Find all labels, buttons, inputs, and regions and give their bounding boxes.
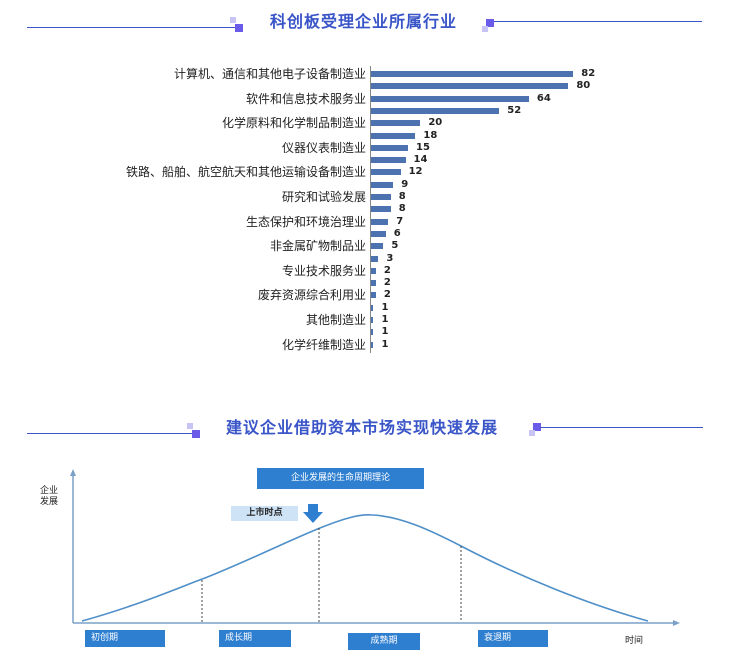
bar-chart-axis [370, 66, 371, 353]
section-title: 建议企业借助资本市场实现快速发展 [226, 418, 499, 437]
bar [371, 267, 376, 274]
bar-value-label: 20 [428, 117, 443, 129]
bar-value-label: 2 [383, 264, 391, 276]
decor-square [235, 24, 243, 32]
lifecycle-title-box: 企业发展的生命周期理论 [257, 468, 424, 489]
bar-value-label: 1 [381, 301, 389, 313]
bar-value-label: 6 [393, 227, 401, 239]
category-label: 化学原料和化学制品制造业 [221, 116, 366, 131]
bar-value-label: 64 [536, 92, 551, 104]
bar-value-label: 12 [408, 166, 423, 178]
bar [371, 95, 529, 102]
bar [371, 230, 386, 237]
category-label: 计算机、通信和其他电子设备制造业 [173, 67, 366, 81]
y-axis-label: 企业发展 [40, 486, 59, 507]
bar [371, 157, 406, 164]
x-axis-arrow [673, 620, 680, 626]
x-axis-label: 时间 [625, 636, 644, 646]
decor-square [533, 423, 541, 431]
decor-square [192, 430, 200, 438]
bar [371, 341, 374, 348]
category-label: 专业技术服务业 [281, 263, 366, 278]
decor-square [230, 17, 236, 23]
section-header-industries: 科创板受理企业所属行业 [0, 7, 733, 37]
listing-point-callout: 上市时点 [231, 506, 298, 521]
bar-value-label: 1 [381, 314, 389, 325]
bar [371, 255, 379, 262]
bar [371, 292, 376, 299]
bar [371, 329, 374, 336]
section-title: 科创板受理企业所属行业 [270, 12, 458, 31]
bar [371, 107, 500, 114]
category-label: 其他制造业 [305, 313, 366, 327]
stage-maturity: 成熟期 [348, 633, 420, 650]
category-label: 铁路、船舶、航空航天和其他运输设备制造业 [125, 165, 366, 180]
bar [371, 317, 374, 323]
bar [371, 132, 416, 139]
bar-value-label: 82 [581, 68, 596, 79]
bar-value-label: 1 [381, 338, 389, 350]
bar [371, 120, 421, 127]
header-rule-right [540, 427, 703, 428]
stage-growth: 成长期 [219, 630, 291, 647]
bar [371, 194, 391, 200]
bar [371, 218, 389, 225]
bar [371, 243, 384, 250]
header-rule-left [27, 433, 197, 434]
header-rule-left [27, 27, 239, 28]
category-label: 研究和试验发展 [281, 190, 366, 204]
bar [371, 280, 376, 287]
category-label: 非金属矿物制品业 [269, 239, 366, 254]
bar-value-label: 80 [576, 80, 591, 92]
section-header-capital-market: 建议企业借助资本市场实现快速发展 [0, 413, 733, 443]
bar-value-label: 7 [396, 215, 404, 227]
category-label: 废弃资源综合利用业 [257, 288, 366, 303]
decor-square [482, 26, 488, 32]
bar-value-label: 5 [391, 240, 399, 252]
bar [371, 206, 391, 213]
decor-square [187, 423, 193, 429]
listing-arrow-icon [303, 504, 323, 523]
bar [371, 83, 569, 90]
lifecycle-curve [81, 514, 649, 622]
bar-value-label: 3 [386, 252, 394, 264]
bar-value-label: 8 [398, 203, 406, 215]
bar-value-label: 2 [383, 289, 391, 301]
bar-value-label: 18 [423, 129, 438, 141]
bar-value-label: 2 [383, 277, 391, 289]
bar [371, 169, 401, 176]
bar-value-label: 14 [413, 154, 428, 166]
bar [371, 144, 408, 151]
bar [371, 181, 394, 188]
category-label: 仪器仪表制造业 [281, 140, 366, 155]
decor-square [486, 19, 494, 27]
stage-decline: 衰退期 [478, 630, 548, 647]
bar [371, 71, 574, 77]
bar-value-label: 8 [398, 191, 406, 202]
header-rule-right [494, 21, 702, 22]
bar-value-label: 9 [401, 178, 409, 190]
bar [371, 304, 374, 311]
decor-square [529, 430, 535, 436]
stage-startup: 初创期 [85, 630, 165, 647]
category-label: 生态保护和环境治理业 [245, 214, 366, 229]
bar-value-label: 15 [416, 141, 430, 153]
category-label: 软件和信息技术服务业 [245, 91, 366, 106]
category-label: 化学纤维制造业 [281, 337, 366, 352]
y-axis-arrow [70, 469, 76, 476]
bar-value-label: 52 [507, 104, 522, 116]
bar-value-label: 1 [381, 326, 389, 338]
